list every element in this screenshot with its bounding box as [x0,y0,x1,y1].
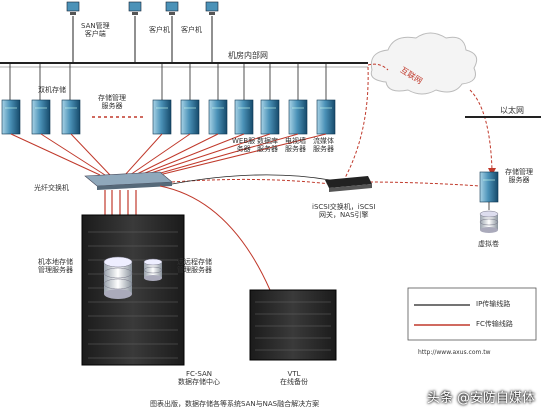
server-row [1,99,336,135]
internet-link [469,89,493,171]
local-storage-server-label: 机本地存储 管理服务器 [38,258,73,274]
virtual-volume-label: 虚拟卷 [478,240,499,248]
disk-stack-icon [103,256,133,299]
vtl-rack [249,289,337,361]
server-icon [61,99,81,135]
fc-links-top [10,133,327,177]
remote-server-icon [479,171,499,203]
iscsi-device [325,176,372,192]
stream-server-label: 流媒体 服务器 [313,137,334,153]
vtl-label: VTL 在线备份 [280,370,308,386]
server-icon [1,99,21,135]
url-label: http://www.axus.com.tw [418,349,491,356]
dual-storage-label: 双机存储 [38,86,66,94]
fc-san-rack [81,214,185,366]
server-icon [316,99,336,135]
computer-icon [66,1,80,15]
client-label-2: 客户机 [181,26,202,34]
server-icon [208,99,228,135]
computer-icon [205,1,219,15]
fiber-switch-label: 光纤交换机 [34,184,69,192]
server-icon [31,99,51,135]
disk-stack-icon [143,258,163,281]
caption: 图表出版，数据存储各等系统SAN与NAS融合解决方案 [150,400,320,408]
server-icon [180,99,200,135]
legend-box [407,287,537,341]
watermark: 头条 @安防自媒体 [426,391,535,406]
virtual-volume-icon [479,210,499,233]
ethernet-label: 以太网 [500,106,524,115]
server-icon [288,99,308,135]
db-server-label: 数据库 服务器 [257,137,278,153]
storage-server-label: 存储管理 服务器 [98,94,126,110]
computer-icon [128,1,142,15]
remote-storage-server-label: 存储管理 服务器 [505,168,533,184]
iscsi-label: iSCSI交换机，iSCSI 网关，NAS引擎 [312,203,376,219]
server-icon [152,99,172,135]
fiber-switch [84,171,173,190]
web-server-label: WEB服 务器 [232,137,256,153]
client-label-1: 客户机 [149,26,170,34]
mail-server-label: 电视墙 服务器 [285,137,306,153]
server-icon [234,99,254,135]
server-icon [260,99,280,135]
fc-san-label: FC-SAN 数据存储中心 [178,370,220,386]
fc-links-down [104,190,137,215]
san-client-label: SAN管理 客户端 [81,22,110,38]
computer-icon [165,1,179,15]
internet-cloud [370,32,478,95]
client-computers [66,1,219,15]
remote-backup-server-label: 远远程存储 管理服务器 [177,258,212,274]
client-links [72,16,213,62]
vtl-link [159,185,271,291]
legend-fc-label: FC传输线路 [476,320,513,328]
lan-label: 机房内部网 [228,51,268,60]
lan-taps [9,63,327,100]
legend-ip-label: IP传输线路 [476,300,511,308]
